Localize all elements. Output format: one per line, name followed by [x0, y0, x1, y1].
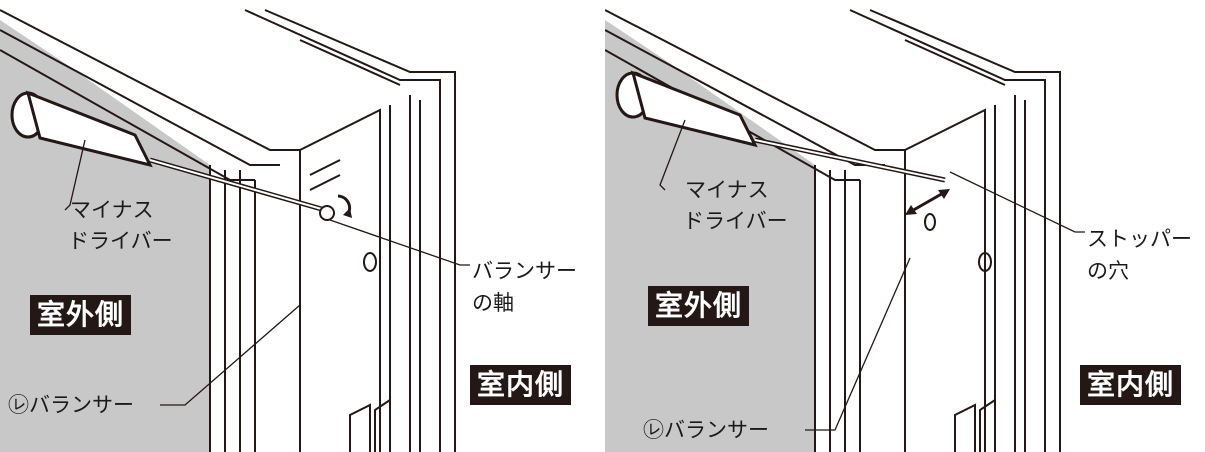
- outside-wall-area: [605, 20, 815, 452]
- inside-badge: 室内側: [470, 365, 572, 405]
- right-illustration-panel: マイナス ドライバー ストッパー の穴 ㋹バランサー 室外側 室内側: [605, 0, 1205, 452]
- screwdriver-icon: [10, 90, 335, 221]
- tool-label-line1: マイナス: [685, 178, 769, 202]
- screwdriver-icon: [615, 70, 946, 183]
- target-label-line1: ストッパー: [1087, 227, 1192, 251]
- target-label-line1: バランサー: [472, 259, 577, 283]
- tool-label-line2: ドライバー: [68, 229, 173, 253]
- left-illustration-panel: マイナス ドライバー バランサー の軸 ㋹バランサー 室外側 室内側: [0, 0, 600, 452]
- target-label-line2: の穴: [1087, 259, 1129, 283]
- inside-badge: 室内側: [1080, 365, 1182, 405]
- left-window-frame-drawing: [0, 9, 470, 452]
- balancer-part-label: ㋹バランサー: [8, 393, 134, 417]
- tool-label-line1: マイナス: [70, 198, 154, 222]
- balancer-part-label: ㋹バランサー: [643, 418, 769, 442]
- slide-arrow-icon: [905, 189, 950, 215]
- right-window-frame-drawing: [605, 9, 1085, 452]
- target-label-line2: の軸: [472, 291, 514, 315]
- tool-label-line2: ドライバー: [683, 209, 788, 233]
- outside-badge: 室外側: [30, 295, 132, 335]
- outside-badge: 室外側: [648, 286, 750, 326]
